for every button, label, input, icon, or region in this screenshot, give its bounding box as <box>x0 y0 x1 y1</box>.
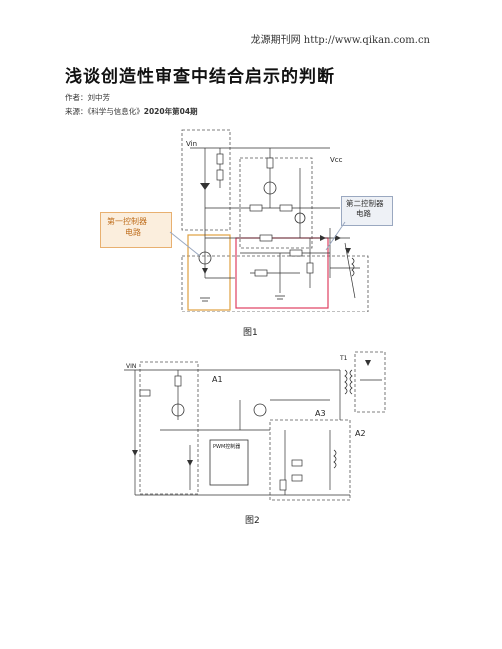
callout-first-line2: 电路 <box>125 228 141 237</box>
figure-1-circuit: Vin Vcc <box>180 128 372 313</box>
fig1-vcc-label: Vcc <box>330 156 343 164</box>
source-journal: 《科学与信息化》 <box>87 107 144 116</box>
source-line: 来源：《科学与信息化》2020年第04期 <box>65 106 198 117</box>
callout-second-controller: 第二控制器 电路 <box>341 196 393 226</box>
fig2-a3-label: A3 <box>315 409 326 418</box>
fig2-vin-label: VIN <box>126 363 136 370</box>
callout-second-line1: 第二控制器 <box>346 199 384 208</box>
callout-second-line2: 电路 <box>356 209 371 218</box>
fig2-pwm-label: PWM控制器 <box>213 443 240 450</box>
source-issue: 2020年第04期 <box>143 107 198 116</box>
source-label: 来源： <box>65 107 88 116</box>
figure-1-caption: 图1 <box>243 328 258 338</box>
fig2-t1-label: T1 <box>339 355 348 362</box>
fig2-a2-label: A2 <box>355 429 366 438</box>
author-label: 作者： <box>65 93 88 102</box>
site-header: 龙源期刊网 http://www.qikan.com.cn <box>250 35 430 46</box>
article-title: 浅谈创造性审查中结合启示的判断 <box>65 67 335 87</box>
author-name: 刘中芳 <box>87 93 111 102</box>
fig2-a1-label: A1 <box>212 375 223 384</box>
callout-first-line1: 第一控制器 <box>107 217 147 226</box>
callout-first-controller: 第一控制器 电路 <box>100 212 172 248</box>
fig1-vin-label: Vin <box>186 140 197 148</box>
figure-2-svg: PWM控制器 VIN A1 A3 A2 T1 <box>124 351 386 501</box>
figure-1-svg: Vin Vcc <box>181 129 369 313</box>
figure-2-circuit: PWM控制器 VIN A1 A3 A2 T1 <box>120 350 388 508</box>
figure-2-caption: 图2 <box>245 516 260 526</box>
orange-highlight-box <box>187 234 231 311</box>
author-line: 作者：刘中芳 <box>65 92 110 103</box>
